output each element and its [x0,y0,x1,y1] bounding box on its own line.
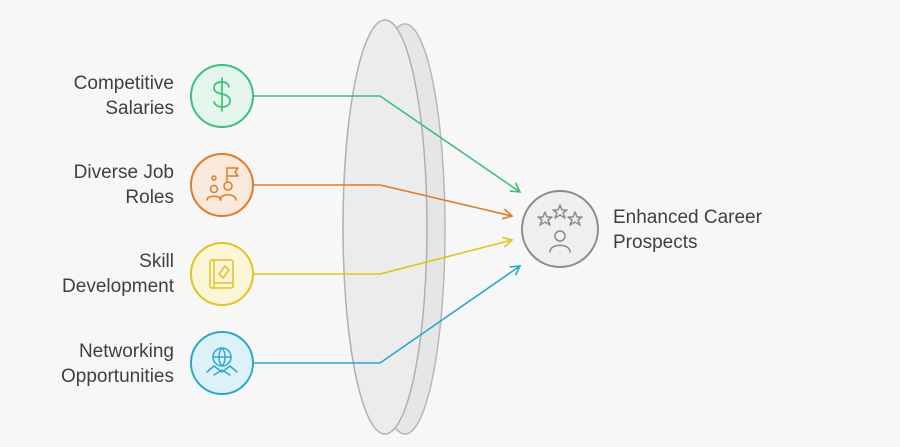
diverse-roles-icon [206,167,239,201]
node-networking-opportunities [190,331,254,395]
lens [342,19,446,435]
label-networking-opportunities: Networking Opportunities [60,341,174,387]
label-enhanced-career-prospects: Enhanced Career Prospects [613,207,762,253]
label-skill-development: Skill Development [62,251,174,297]
node-enhanced-career-prospects [521,190,599,268]
node-diverse-job-roles [190,153,254,217]
stars-person-icon [537,204,583,253]
dollar-icon [213,77,231,112]
node-competitive-salaries [190,64,254,128]
connectors [254,95,522,364]
handshake-globe-icon [206,347,238,376]
book-icon [209,259,234,289]
connector-competitive-salaries [254,95,522,193]
connector-networking-opportunities [254,265,522,364]
label-competitive-salaries: Competitive Salaries [73,73,174,119]
node-skill-development [190,242,254,306]
connector-skill-development [254,236,514,275]
connector-diverse-job-roles [254,184,514,220]
label-diverse-job-roles: Diverse Job Roles [73,162,174,208]
